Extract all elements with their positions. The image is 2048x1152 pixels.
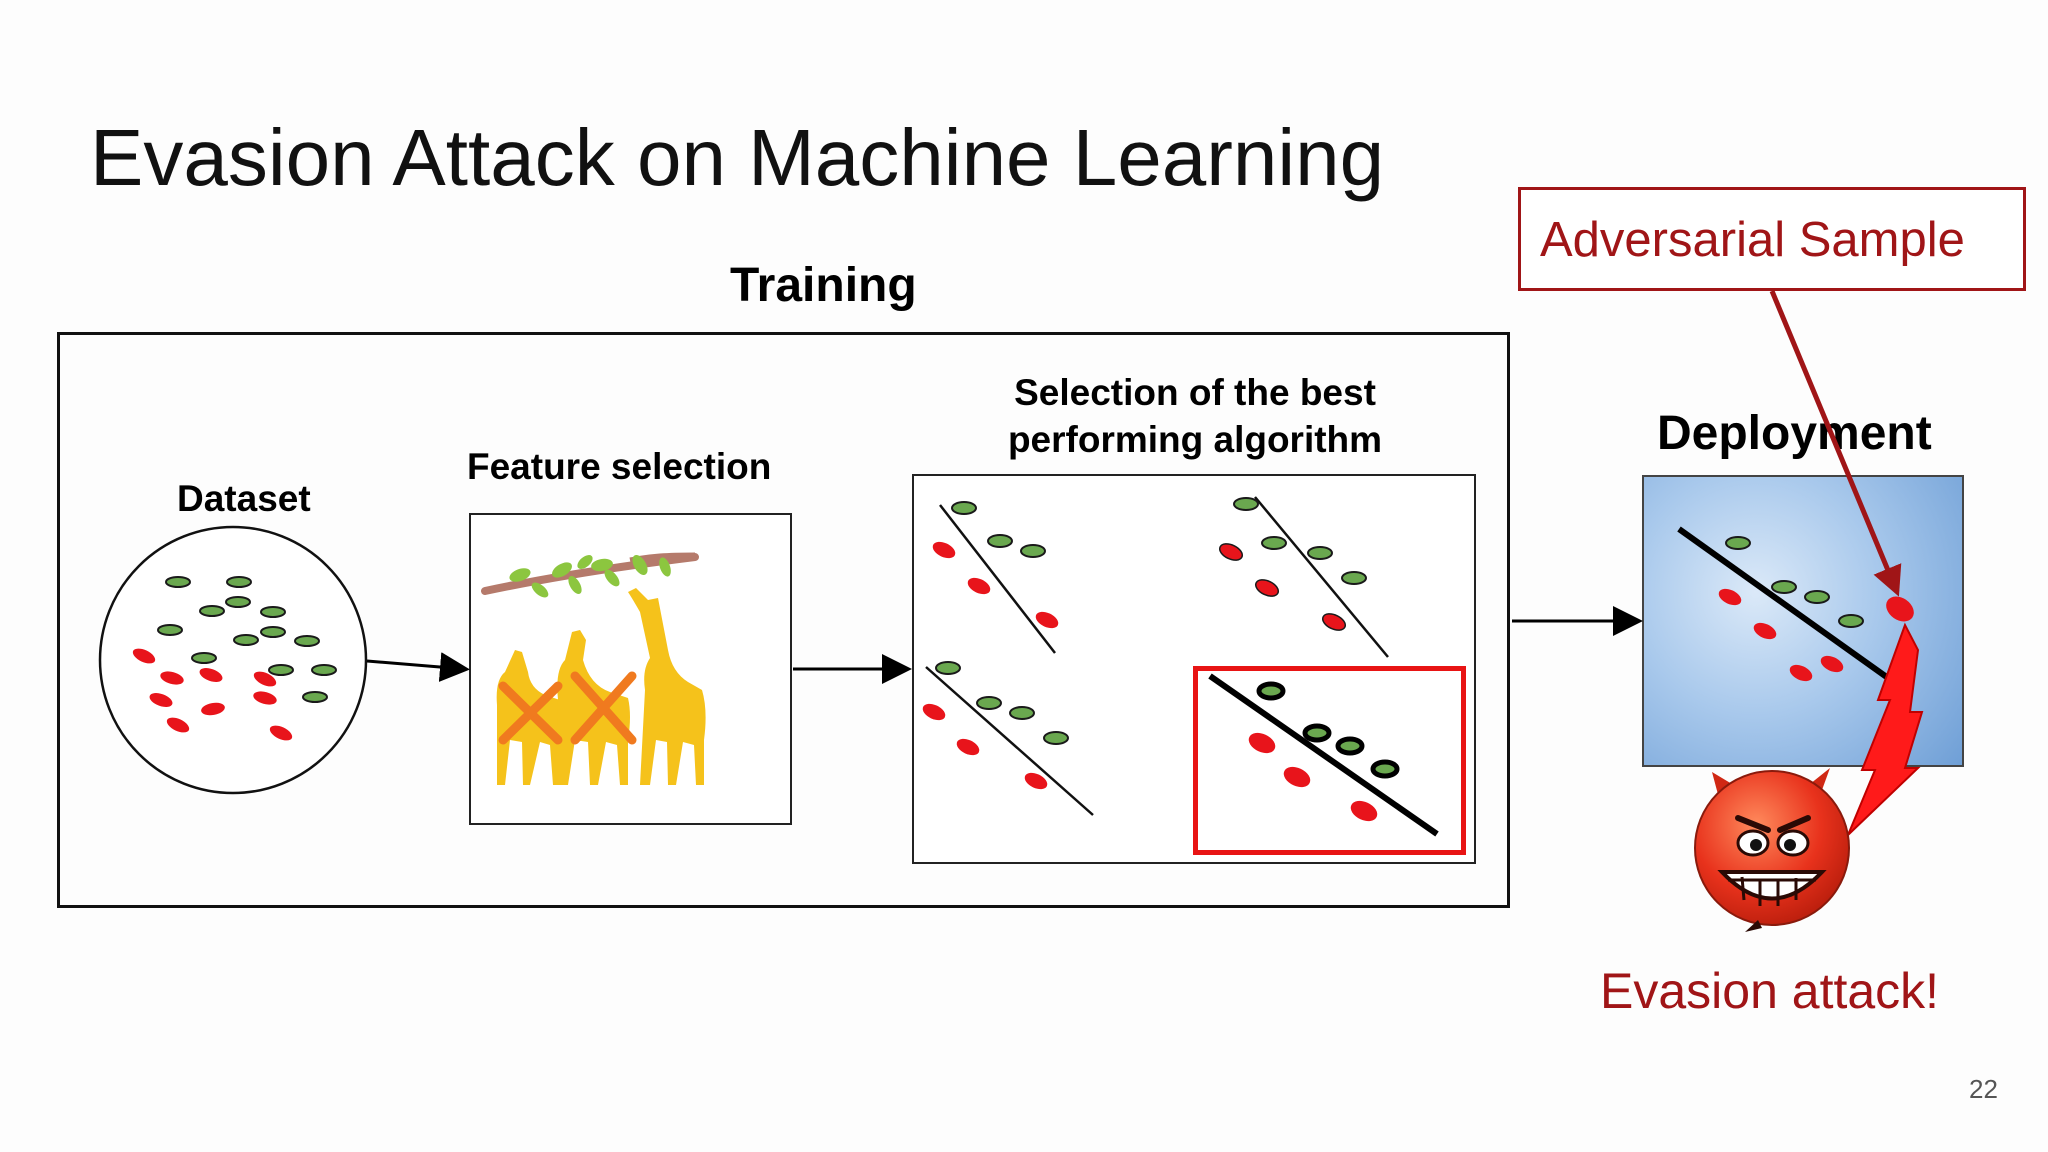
subplot-top-right — [1218, 496, 1389, 658]
training-label: Training — [730, 259, 917, 312]
feature-selection-label: Feature selection — [467, 446, 772, 487]
subplot-top-left — [932, 501, 1059, 654]
selection-label: Selection of the best performing algorit… — [1007, 372, 1383, 460]
slide-title: Evasion Attack on Machine Learning — [90, 113, 1385, 202]
training-box — [57, 332, 1510, 908]
dataset-label: Dataset — [177, 478, 311, 519]
subplot-best-algorithm — [1208, 673, 1439, 837]
subplot-bottom-left — [922, 661, 1094, 816]
best-algorithm-highlight — [1193, 666, 1466, 855]
devil-face-icon — [1694, 768, 1850, 932]
deployment-plot — [1677, 526, 1914, 682]
adversarial-arrow — [1769, 290, 1902, 597]
lightning-bolt-icon — [1847, 622, 1924, 836]
dataset-points — [132, 576, 337, 741]
adversarial-sample-label: Adversarial Sample — [1540, 213, 1965, 267]
adversarial-sample-box — [1518, 187, 2026, 291]
branch-illustration — [481, 552, 699, 598]
page-number: 22 — [1969, 1074, 1998, 1104]
giraffe-icon — [496, 588, 706, 785]
deployment-label: Deployment — [1657, 407, 1932, 460]
adversarial-point — [1886, 596, 1914, 622]
cross-mark-icon — [498, 671, 637, 745]
arrow-dataset-to-feature — [366, 652, 470, 682]
dataset-circle — [98, 525, 368, 795]
evasion-attack-label: Evasion attack! — [1600, 963, 1940, 1019]
